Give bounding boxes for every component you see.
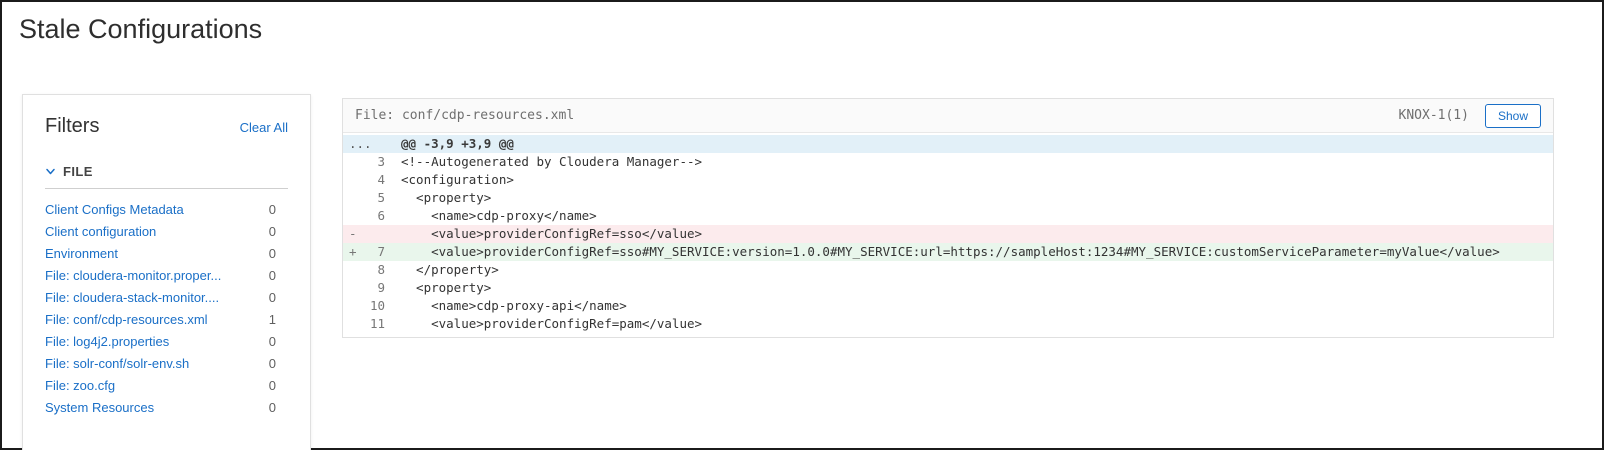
diff-line-sign [349, 171, 361, 189]
diff-line-code: <name>cdp-proxy-api</name> [401, 298, 627, 313]
diff-line-code: <value>providerConfigRef=sso</value> [401, 226, 703, 241]
show-button[interactable]: Show [1484, 103, 1541, 128]
diff-line-added: +7 <value>providerConfigRef=sso#MY_SERVI… [343, 243, 1553, 261]
clear-all-link[interactable]: Clear All [239, 120, 288, 135]
diff-line-number [361, 225, 385, 243]
diff-line-code: <!--Autogenerated by Cloudera Manager--> [401, 154, 703, 169]
diff-header-right: KNOX-1(1) Show [1398, 103, 1541, 128]
diff-line-number: 3 [377, 154, 385, 169]
diff-hunk-text: @@ -3,9 +3,9 @@ [401, 136, 514, 151]
filter-item-link[interactable]: File: log4j2.properties [45, 333, 170, 349]
filter-list: Client Configs Metadata 0 Client configu… [45, 198, 288, 418]
diff-line-code: <value>providerConfigRef=pam</value> [401, 316, 703, 331]
filter-item-count: 0 [268, 333, 276, 349]
diff-line-number: 8 [377, 262, 385, 277]
filter-item-link[interactable]: System Resources [45, 399, 155, 415]
diff-line: 5 <property> [343, 189, 1553, 207]
diff-line-code: <property> [401, 190, 492, 205]
diff-line-code: <configuration> [401, 172, 514, 187]
filters-header: Filters Clear All [45, 115, 288, 138]
diff-line-number: 7 [377, 244, 385, 259]
diff-line-number: 4 [377, 172, 385, 187]
diff-line-number: 11 [369, 316, 385, 331]
filter-item-link[interactable]: File: conf/cdp-resources.xml [45, 311, 208, 327]
page-title: Stale Configurations [19, 14, 263, 44]
list-item: File: conf/cdp-resources.xml 1 [45, 308, 288, 330]
filter-item-count: 0 [268, 377, 276, 393]
filter-item-count: 0 [268, 289, 276, 305]
diff-hunk-gutter: ... [349, 136, 372, 151]
diff-header: File: conf/cdp-resources.xml KNOX-1(1) S… [343, 99, 1553, 133]
list-item: File: cloudera-monitor.proper... 0 [45, 264, 288, 286]
diff-file-label: File: conf/cdp-resources.xml [355, 108, 575, 123]
list-item: Client configuration 0 [45, 220, 288, 242]
diff-line: 6 <name>cdp-proxy</name> [343, 207, 1553, 225]
filter-item-count: 0 [268, 223, 276, 239]
filters-title: Filters [45, 115, 100, 137]
filter-section-file: FILE Client Configs Metadata 0 Client co… [45, 164, 288, 418]
diff-panel: File: conf/cdp-resources.xml KNOX-1(1) S… [342, 98, 1554, 338]
diff-line: 8 </property> [343, 261, 1553, 279]
diff-line: 9 <property> [343, 279, 1553, 297]
list-item: Environment 0 [45, 242, 288, 264]
filters-panel: Filters Clear All FILE Client Configs Me… [22, 94, 311, 450]
filter-section-label: FILE [63, 164, 93, 179]
diff-line-sign [349, 207, 361, 225]
diff-line-number: 10 [369, 298, 385, 313]
filter-item-link[interactable]: Environment [45, 245, 118, 261]
chevron-down-icon [45, 166, 56, 177]
diff-line-removed: - <value>providerConfigRef=sso</value> [343, 225, 1553, 243]
diff-line-code: <name>cdp-proxy</name> [401, 208, 597, 223]
diff-line-code: <value>providerConfigRef=sso#MY_SERVICE:… [401, 244, 1500, 259]
diff-line: 3 <!--Autogenerated by Cloudera Manager-… [343, 153, 1553, 171]
filter-item-count: 0 [268, 201, 276, 217]
diff-line-code: </property> [401, 262, 499, 277]
filter-item-link[interactable]: File: solr-conf/solr-env.sh [45, 355, 190, 371]
diff-role-badge: KNOX-1(1) [1398, 108, 1469, 123]
list-item: File: cloudera-stack-monitor.... 0 [45, 286, 288, 308]
diff-line: 10 <name>cdp-proxy-api</name> [343, 297, 1553, 315]
diff-hunk-row: ... @@ -3,9 +3,9 @@ [343, 135, 1553, 153]
filter-item-count: 0 [268, 399, 276, 415]
filter-section-file-header[interactable]: FILE [45, 164, 288, 189]
list-item: File: zoo.cfg 0 [45, 374, 288, 396]
diff-body: ... @@ -3,9 +3,9 @@ 3 <!--Autogenerated … [343, 133, 1553, 337]
diff-line-number: 6 [377, 208, 385, 223]
filter-item-link[interactable]: File: cloudera-stack-monitor.... [45, 289, 220, 305]
filter-item-link[interactable]: Client Configs Metadata [45, 201, 184, 217]
filter-item-count: 1 [268, 311, 276, 327]
diff-line: 11 <value>providerConfigRef=pam</value> [343, 315, 1553, 333]
list-item: System Resources 0 [45, 396, 288, 418]
diff-line-sign [349, 153, 361, 171]
filter-item-count: 0 [268, 355, 276, 371]
filter-item-count: 0 [268, 245, 276, 261]
diff-line-sign [349, 189, 361, 207]
list-item: File: log4j2.properties 0 [45, 330, 288, 352]
diff-line-sign: + [349, 244, 357, 259]
diff-line-code: <property> [401, 280, 492, 295]
diff-line-sign: - [349, 226, 357, 241]
list-item: Client Configs Metadata 0 [45, 198, 288, 220]
diff-line-sign [349, 297, 361, 315]
filter-item-link[interactable]: Client configuration [45, 223, 157, 239]
filter-item-link[interactable]: File: zoo.cfg [45, 377, 116, 393]
filter-item-count: 0 [268, 267, 276, 283]
diff-line-sign [349, 279, 361, 297]
diff-line-sign [349, 261, 361, 279]
diff-line-sign [349, 315, 361, 333]
list-item: File: solr-conf/solr-env.sh 0 [45, 352, 288, 374]
diff-line-number: 5 [377, 190, 385, 205]
diff-line: 4 <configuration> [343, 171, 1553, 189]
filter-item-link[interactable]: File: cloudera-monitor.proper... [45, 267, 222, 283]
diff-line-number: 9 [377, 280, 385, 295]
